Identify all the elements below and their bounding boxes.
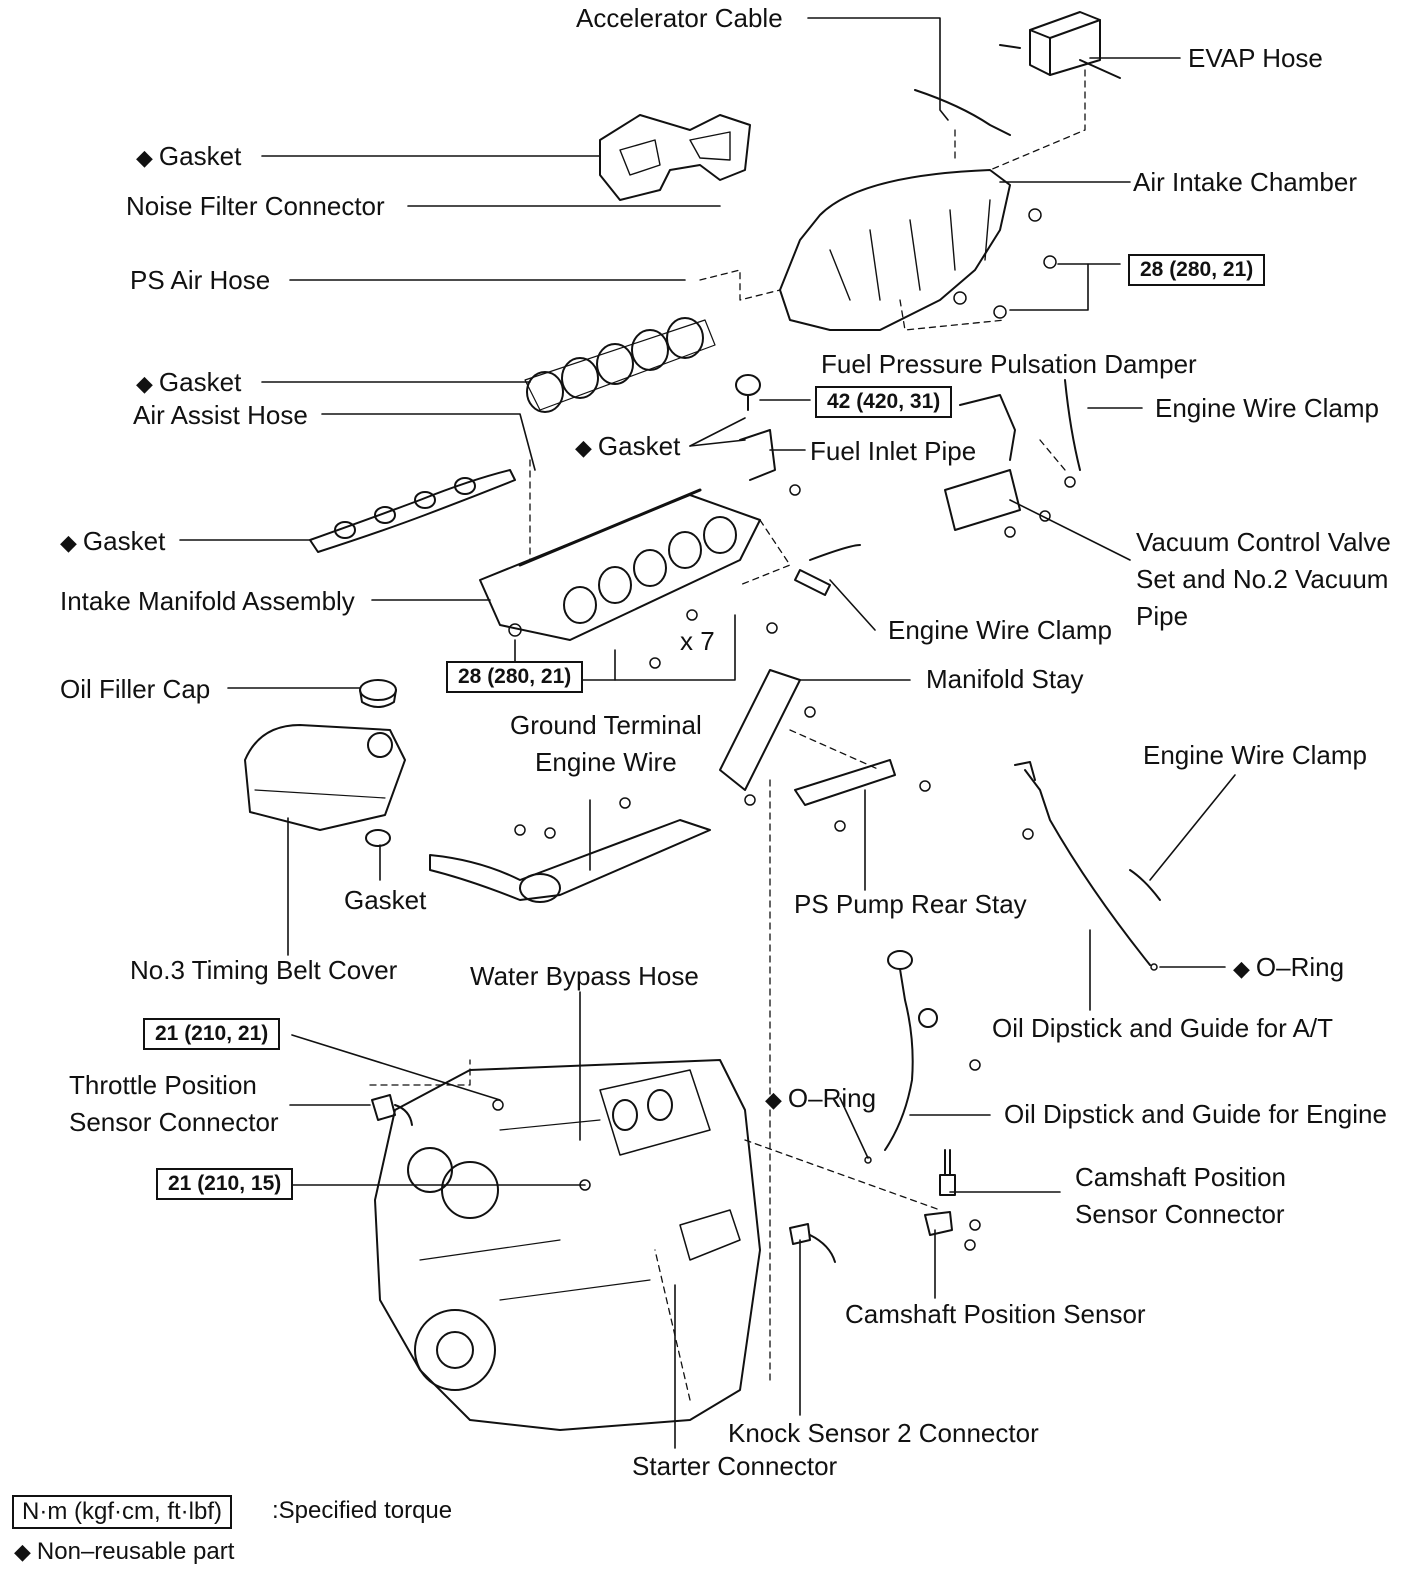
legend-torque-unit: N·m (kgf·cm, ft·lbf) (12, 1495, 232, 1529)
label-oil-dipstick-at: Oil Dipstick and Guide for A/T (992, 1013, 1334, 1043)
intake-manifold (479, 488, 761, 641)
camshaft-sensor (924, 1149, 956, 1236)
torque-box-2: 42 (420, 31) (815, 386, 953, 418)
label-ground-terminal-engine-wire: Ground Terminal Engine Wire (510, 707, 702, 781)
ground-terminal-pipe (429, 819, 711, 903)
label-air-intake-chamber: Air Intake Chamber (1133, 167, 1357, 197)
label-camshaft-position-sensor: Camshaft Position Sensor (845, 1299, 1146, 1329)
label-engine-wire-clamp-1: Engine Wire Clamp (1155, 393, 1379, 423)
label-ps-air-hose: PS Air Hose (130, 265, 271, 295)
dashed-lines (369, 69, 1086, 1401)
vacuum-control-valve (944, 379, 1081, 531)
label-gasket-top-text: Gasket (158, 141, 242, 171)
label-camshaft-line-2: Sensor Connector (1075, 1199, 1285, 1229)
label-engine-wire-clamp-2: Engine Wire Clamp (888, 615, 1112, 645)
oil-dipstick-at (1014, 761, 1161, 966)
label-no3-timing-belt-cover: No.3 Timing Belt Cover (130, 955, 398, 985)
label-fuel-inlet-pipe: Fuel Inlet Pipe (810, 436, 977, 466)
manifold-stay (719, 669, 896, 806)
label-camshaft-position-sensor-connector: Camshaft Position Sensor Connector (1075, 1159, 1286, 1233)
label-engine-wire-clamp-3: Engine Wire Clamp (1143, 740, 1367, 770)
throttle-sensor-connector (371, 1094, 413, 1126)
label-gasket-4: ◆Gasket (60, 526, 165, 558)
label-gasket-4-text: Gasket (82, 526, 166, 556)
knock-sensor-connector (789, 1223, 836, 1263)
label-gasket-3-text: Gasket (597, 431, 681, 461)
label-water-bypass-hose: Water Bypass Hose (470, 961, 699, 991)
nonreusable-diamond-icon: ◆ (765, 1087, 782, 1112)
label-o-ring-2-text: O–Ring (787, 1083, 877, 1113)
label-x7: x 7 (680, 626, 715, 656)
label-vacuum-control-valve: Vacuum Control Valve Set and No.2 Vacuum… (1136, 524, 1391, 635)
label-noise-filter-connector: Noise Filter Connector (126, 191, 385, 221)
gasket-4-strip (309, 469, 516, 553)
nonreusable-diamond-icon: ◆ (136, 145, 153, 170)
nonreusable-diamond-icon: ◆ (136, 371, 153, 396)
label-vacuum-line-3: Pipe (1136, 601, 1189, 631)
label-throttle-line-2: Sensor Connector (69, 1107, 279, 1137)
label-vacuum-line-1: Vacuum Control Valve (1136, 527, 1391, 557)
legend-nonreusable: ◆Non–reusable part (14, 1538, 234, 1566)
timing-belt-cover (244, 724, 406, 831)
oil-dipstick-engine (884, 950, 938, 1151)
oil-filler-cap (359, 679, 397, 708)
torque-box-3: 28 (280, 21) (446, 661, 584, 693)
gasket-small (365, 829, 391, 847)
gasket-top (599, 114, 751, 201)
label-ground-line-2: Engine Wire (535, 747, 677, 777)
label-fuel-pressure-pulsation-damper: Fuel Pressure Pulsation Damper (821, 349, 1197, 379)
evap-canister (999, 11, 1121, 79)
leader-lines (179, 17, 1236, 1449)
nonreusable-diamond-icon: ◆ (14, 1539, 31, 1564)
label-accelerator-cable: Accelerator Cable (576, 3, 783, 33)
clamp-engine-wire (794, 544, 861, 596)
label-air-assist-hose: Air Assist Hose (133, 400, 308, 430)
label-gasket-2-text: Gasket (158, 367, 242, 397)
label-camshaft-line-1: Camshaft Position (1075, 1162, 1286, 1192)
air-intake-chamber (779, 169, 1011, 331)
nonreusable-diamond-icon: ◆ (575, 435, 592, 460)
label-oil-dipstick-engine: Oil Dipstick and Guide for Engine (1004, 1099, 1387, 1129)
label-gasket-3: ◆Gasket (575, 431, 680, 463)
label-ps-pump-rear-stay: PS Pump Rear Stay (794, 889, 1027, 919)
engine-block (374, 1059, 761, 1431)
label-knock-sensor-2-connector: Knock Sensor 2 Connector (728, 1418, 1039, 1448)
torque-box-1: 28 (280, 21) (1128, 254, 1266, 286)
label-manifold-stay: Manifold Stay (926, 664, 1084, 694)
label-starter-connector: Starter Connector (632, 1451, 838, 1481)
label-o-ring-2: ◆O–Ring (765, 1083, 876, 1115)
torque-box-5: 21 (210, 15) (156, 1168, 294, 1200)
nonreusable-diamond-icon: ◆ (1233, 956, 1250, 981)
label-gasket-top: ◆Gasket (136, 141, 241, 173)
legend-nonreusable-text: Non–reusable part (36, 1538, 235, 1565)
label-vacuum-line-2: Set and No.2 Vacuum (1136, 564, 1389, 594)
label-oil-filler-cap: Oil Filler Cap (60, 674, 211, 704)
bolts (492, 208, 1158, 1251)
label-o-ring-1: ◆O–Ring (1233, 952, 1344, 984)
gasket-2-rings (524, 317, 716, 413)
label-intake-manifold-assembly: Intake Manifold Assembly (60, 586, 355, 616)
label-o-ring-1-text: O–Ring (1255, 952, 1345, 982)
label-gasket-2: ◆Gasket (136, 367, 241, 399)
label-ground-line-1: Ground Terminal (510, 710, 702, 740)
label-gasket-5: Gasket (344, 885, 427, 915)
fuel-pressure-damper (735, 374, 776, 481)
legend-torque-desc: :Specified torque (272, 1497, 453, 1524)
nonreusable-diamond-icon: ◆ (60, 530, 77, 555)
label-throttle-position-sensor-connector: Throttle Position Sensor Connector (69, 1067, 279, 1141)
accelerator-cable (914, 89, 1011, 136)
torque-box-4: 21 (210, 21) (143, 1018, 281, 1050)
label-evap-hose: EVAP Hose (1188, 43, 1323, 73)
label-throttle-line-1: Throttle Position (69, 1070, 257, 1100)
